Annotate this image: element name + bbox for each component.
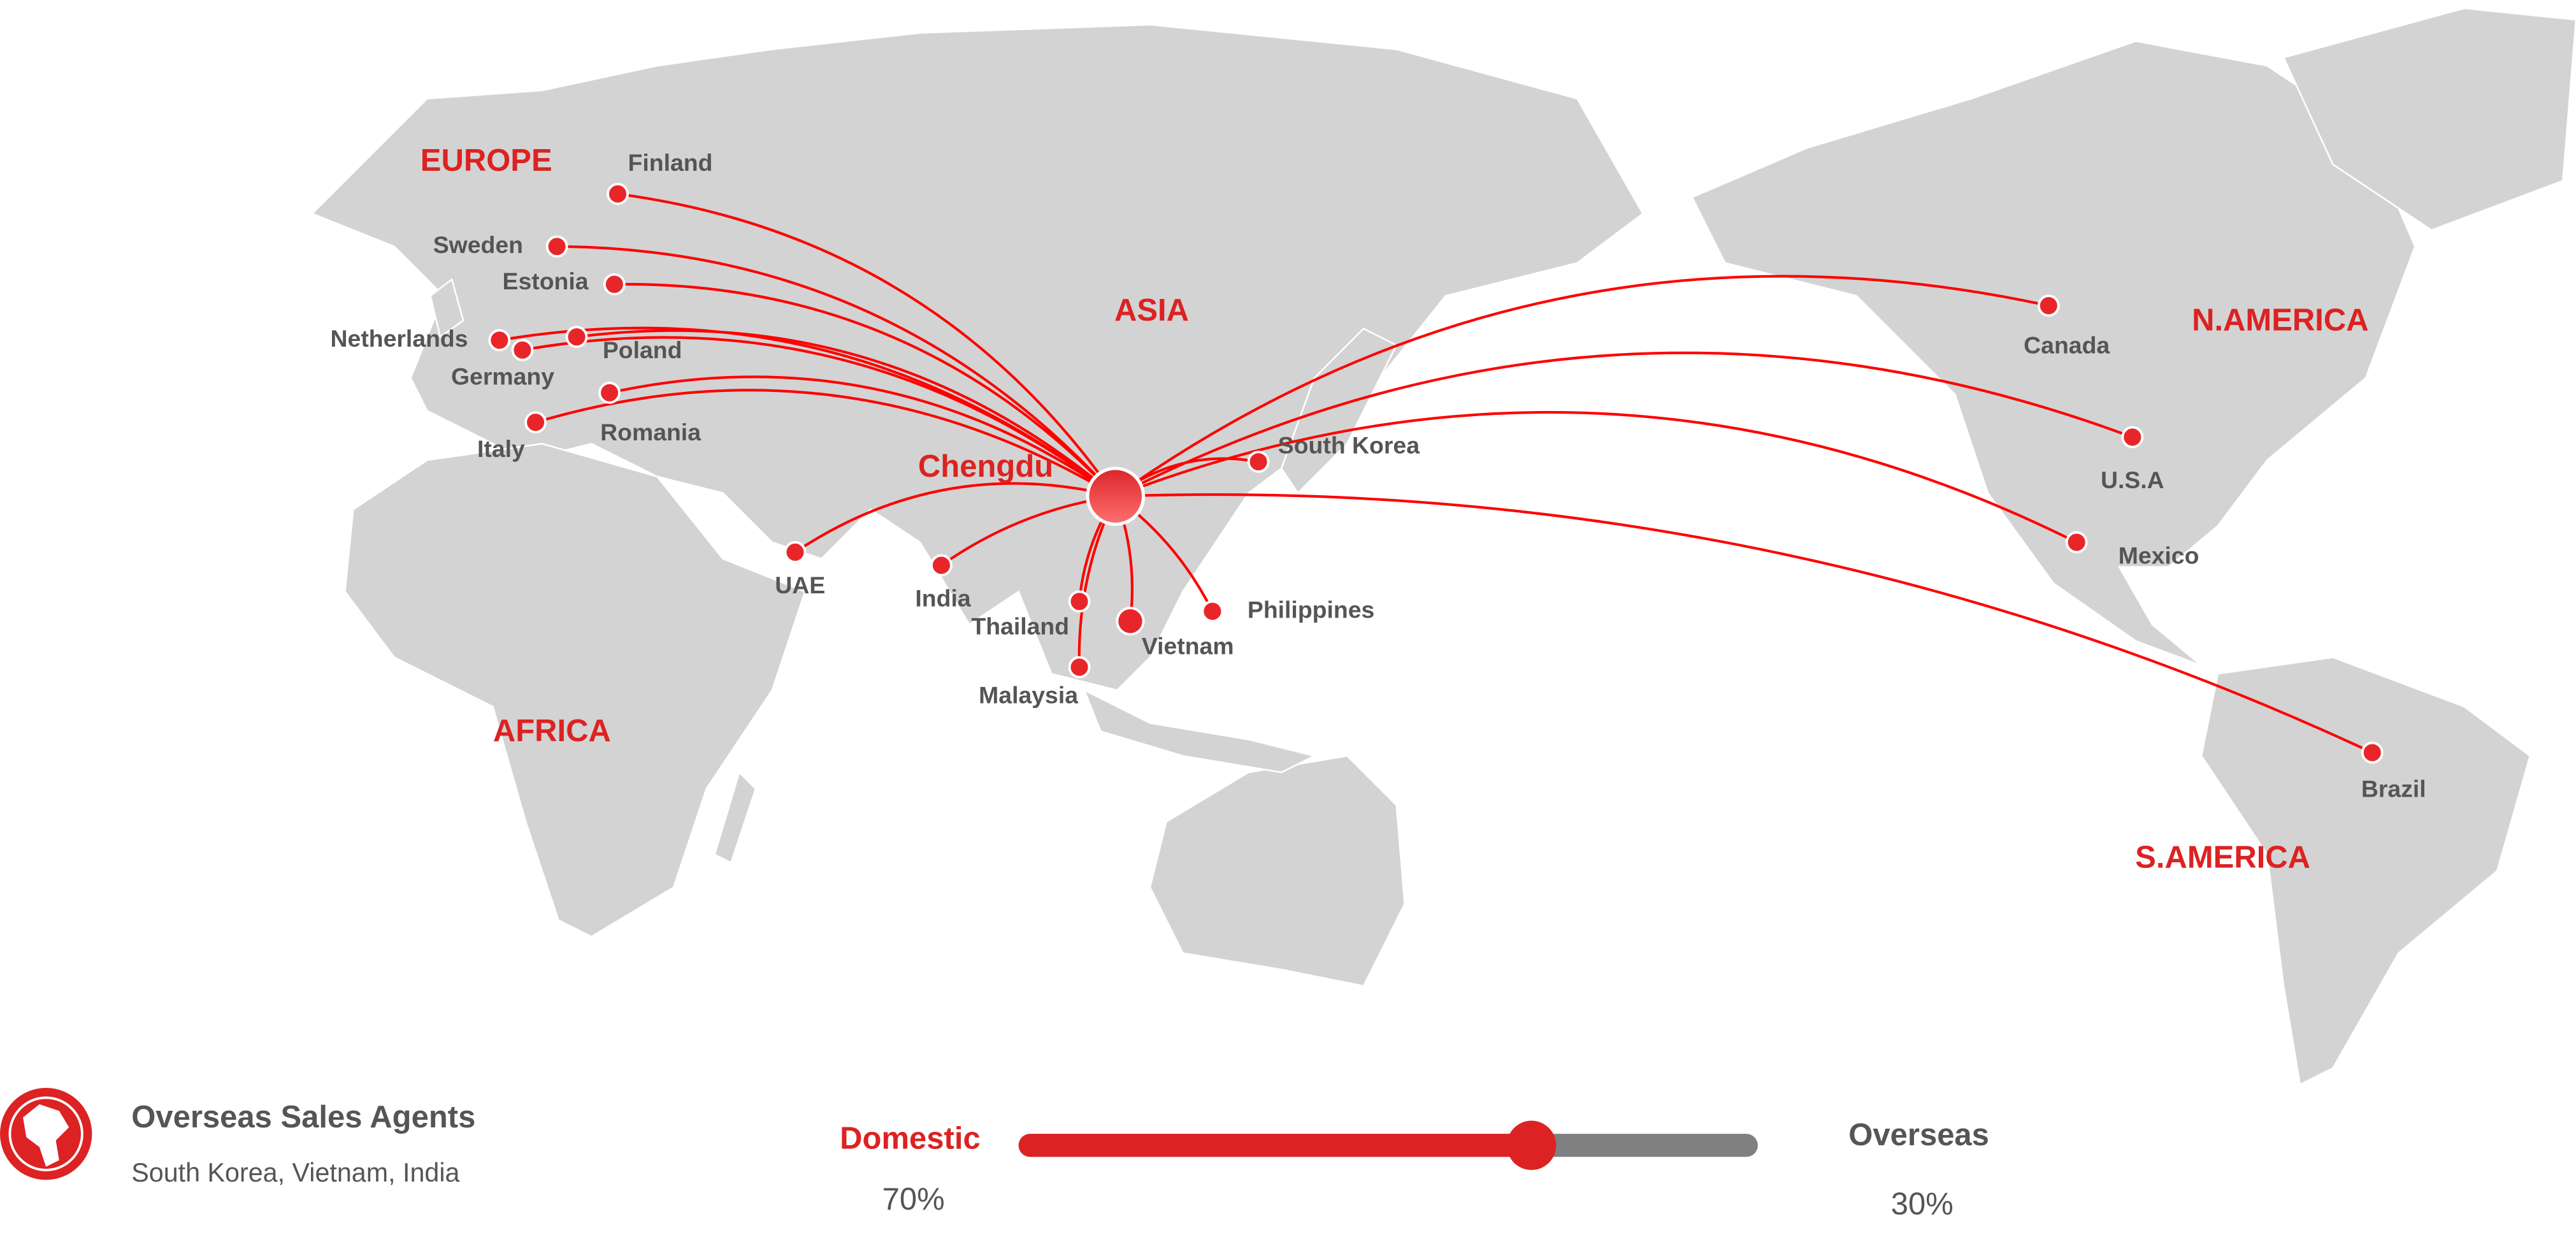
route-arc-sweden: [557, 245, 1117, 498]
label-southkorea: South Korea: [1278, 432, 1420, 459]
marker-estonia[interactable]: [603, 273, 626, 296]
route-arc-italy: [535, 389, 1116, 498]
marker-brazil[interactable]: [2361, 741, 2384, 764]
route-arc-uae: [794, 482, 1116, 554]
australia: [1149, 755, 1406, 987]
label-romania: Romania: [600, 419, 702, 445]
label-usa: U.S.A: [2101, 466, 2164, 493]
route-arcs: [499, 192, 2373, 754]
greenland: [2282, 7, 2576, 231]
label-india: India: [915, 585, 971, 612]
domestic-overseas-split: Domestic 70% Overseas 30%: [840, 1118, 1989, 1221]
hub: Chengdu: [918, 449, 1146, 526]
marker-mexico[interactable]: [2065, 531, 2088, 554]
route-arc-canada: [1114, 275, 2049, 498]
destination-points: [488, 182, 2384, 764]
marker-finland[interactable]: [607, 182, 629, 205]
label-vietnam: Vietnam: [1142, 632, 1234, 659]
route-arc-finland: [617, 192, 1117, 497]
uk: [429, 278, 464, 338]
overseas-label: Overseas: [1848, 1118, 1989, 1152]
marker-usa[interactable]: [2121, 426, 2144, 449]
label-philippines: Philippines: [1248, 597, 1374, 623]
region-south-america: S.AMERICA: [2135, 840, 2310, 874]
label-italy: Italy: [477, 435, 525, 462]
agents-panel: Overseas Sales Agents South Korea, Vietn…: [0, 1087, 475, 1187]
hub-label: Chengdu: [918, 449, 1053, 484]
marker-germany[interactable]: [511, 338, 534, 361]
marker-sweden[interactable]: [545, 235, 568, 258]
marker-poland[interactable]: [565, 326, 588, 349]
overseas-value: 30%: [1891, 1187, 1954, 1222]
label-sweden: Sweden: [433, 231, 523, 258]
route-arc-romania: [609, 375, 1116, 498]
globe-map-icon: [0, 1087, 92, 1180]
region-asia: ASIA: [1114, 293, 1189, 328]
marker-italy[interactable]: [524, 411, 547, 434]
marker-canada[interactable]: [2037, 294, 2060, 317]
label-malaysia: Malaysia: [979, 682, 1079, 709]
route-arc-usa: [1114, 351, 2133, 498]
north-america: [1691, 40, 2416, 667]
domestic-label: Domestic: [840, 1121, 981, 1155]
agents-countries: South Korea, Vietnam, India: [131, 1158, 459, 1187]
chengdu-hub-marker[interactable]: [1086, 466, 1146, 526]
region-labels: EUROPE ASIA N.AMERICA AFRICA S.AMERICA: [421, 143, 2369, 874]
label-brazil: Brazil: [2361, 776, 2426, 802]
agents-title: Overseas Sales Agents: [131, 1100, 475, 1134]
route-arc-estonia: [614, 282, 1117, 498]
region-europe: EUROPE: [421, 143, 552, 178]
label-thailand: Thailand: [971, 612, 1069, 639]
route-arc-germany: [522, 336, 1117, 498]
africa: [344, 442, 807, 938]
route-arc-poland: [576, 329, 1117, 498]
madagascar: [714, 770, 757, 864]
marker-philippines[interactable]: [1201, 600, 1224, 623]
eurasia: [310, 24, 1644, 691]
label-mexico: Mexico: [2119, 542, 2199, 568]
marker-netherlands[interactable]: [488, 329, 511, 352]
marker-uae[interactable]: [784, 541, 807, 563]
indonesia: [1083, 688, 1317, 774]
route-arc-mexico: [1115, 410, 2078, 544]
marker-thailand[interactable]: [1068, 590, 1091, 613]
label-estonia: Estonia: [503, 268, 589, 294]
label-canada: Canada: [2024, 331, 2110, 358]
label-uae: UAE: [775, 572, 825, 598]
domestic-value: 70%: [882, 1182, 945, 1217]
japan: [1280, 328, 1398, 495]
marker-vietnam[interactable]: [1116, 607, 1145, 636]
label-poland: Poland: [603, 336, 682, 363]
continents: [310, 7, 2576, 1086]
region-africa: AFRICA: [493, 714, 611, 748]
marker-southkorea[interactable]: [1247, 451, 1270, 474]
south-america: [2200, 656, 2531, 1086]
marker-malaysia[interactable]: [1068, 656, 1091, 679]
label-germany: Germany: [451, 363, 554, 389]
marker-india[interactable]: [930, 554, 953, 577]
region-north-america: N.AMERICA: [2192, 303, 2369, 337]
split-knob[interactable]: [1506, 1120, 1557, 1170]
label-netherlands: Netherlands: [331, 325, 468, 352]
marker-romania[interactable]: [598, 381, 621, 404]
label-finland: Finland: [628, 149, 713, 176]
route-arc-brazil: [1115, 493, 2373, 754]
